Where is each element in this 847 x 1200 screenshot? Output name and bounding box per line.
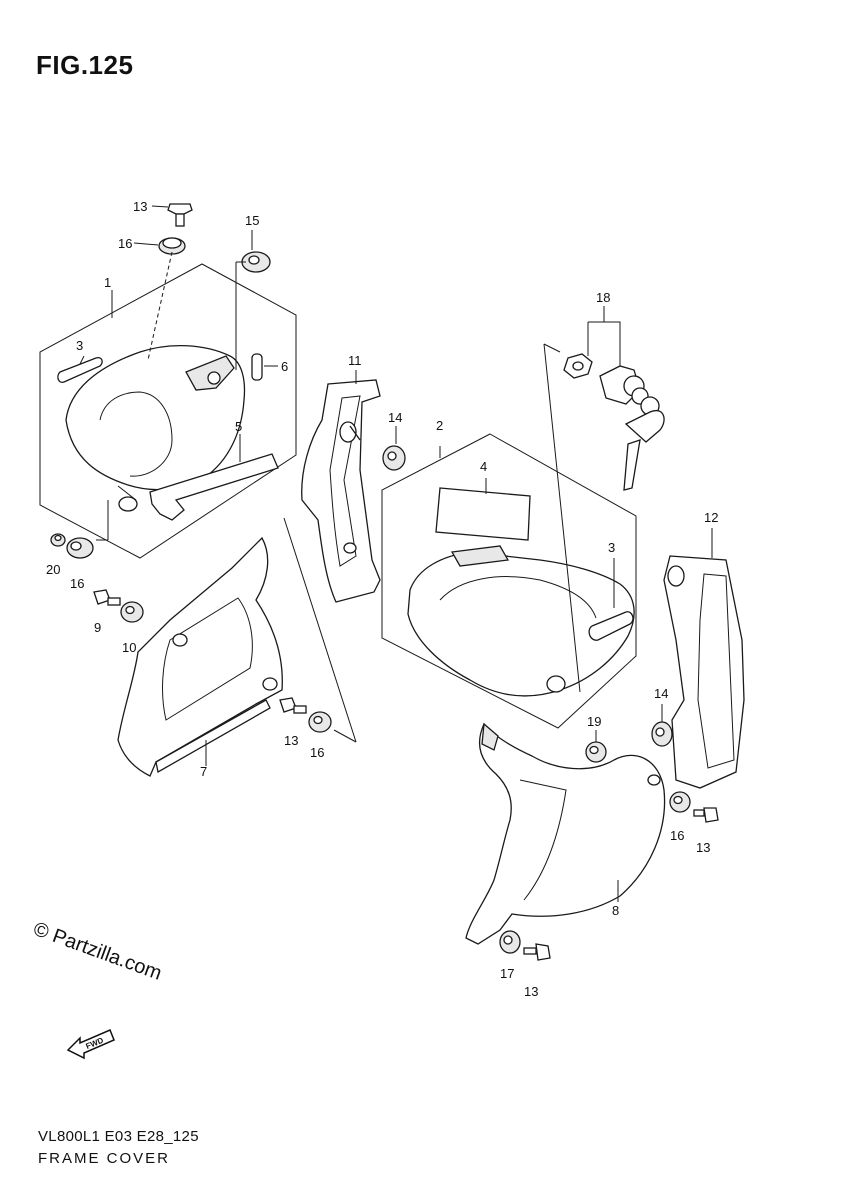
callout-4: 4 (480, 459, 487, 474)
assembly-group-8 (465, 722, 666, 961)
part-grommet-16-left (66, 537, 94, 559)
callout-13: 13 (284, 733, 298, 748)
forward-direction-arrow-icon: FWD (66, 1029, 115, 1060)
part-grommet-14-left (382, 445, 406, 471)
model-code: VL800L1 E03 E28_125 (38, 1128, 199, 1145)
assembly-group-7 (117, 536, 332, 777)
callout-10: 10 (122, 640, 136, 655)
callout-16: 16 (670, 828, 684, 843)
callout-3: 3 (608, 540, 615, 555)
part-bolt-9 (93, 589, 121, 606)
part-emblem-3-left (57, 356, 103, 383)
callout-9: 9 (94, 620, 101, 635)
callout-13: 13 (696, 840, 710, 855)
part-collar-19 (585, 741, 607, 763)
callout-8: 8 (612, 903, 619, 918)
part-grommet-14-right (651, 721, 673, 747)
part-grommet-16-mid (308, 711, 332, 733)
left-hardware-group (50, 500, 144, 623)
part-grommet-10 (120, 601, 144, 623)
assembly-group-18 (543, 306, 665, 693)
part-side-cover-7 (117, 536, 283, 777)
part-grommet-15 (241, 251, 271, 273)
part-bolt-13-bottom (523, 943, 551, 961)
section-name: FRAME COVER (38, 1150, 171, 1167)
callout-18: 18 (596, 290, 610, 305)
part-grommet-17 (499, 930, 521, 954)
callout-6: 6 (281, 359, 288, 374)
group-outline-1 (39, 263, 297, 559)
part-nut-20 (50, 533, 66, 547)
callout-2: 2 (436, 418, 443, 433)
callout-13: 13 (133, 199, 147, 214)
callout-labels: 13 16 15 1 3 6 5 20 16 9 10 11 14 7 13 1… (46, 199, 718, 999)
callout-14: 14 (388, 410, 402, 425)
callout-14: 14 (654, 686, 668, 701)
assembly-group-11 (283, 370, 406, 743)
callout-13: 13 (524, 984, 538, 999)
part-frame-cover-1 (65, 344, 246, 512)
assembly-group-1 (39, 203, 297, 559)
callout-15: 15 (245, 213, 259, 228)
part-bracket-11 (301, 379, 381, 603)
part-grommet-16-top (158, 237, 186, 255)
figure-title: FIG.125 (36, 50, 134, 80)
part-side-cover-8 (465, 722, 666, 945)
part-lock-cylinder-18 (599, 365, 660, 416)
callout-16: 16 (310, 745, 324, 760)
part-key-18 (623, 409, 665, 491)
group-outline-2 (381, 433, 637, 729)
part-bolt-13-right (693, 807, 719, 823)
callout-5: 5 (235, 419, 242, 434)
callout-19: 19 (587, 714, 601, 729)
callout-3: 3 (76, 338, 83, 353)
callout-16: 16 (70, 576, 84, 591)
part-bolt-13-mid (279, 697, 307, 714)
part-lock-nut-18 (563, 353, 593, 379)
assembly-group-12 (651, 528, 745, 823)
callout-7: 7 (200, 764, 207, 779)
callout-11: 11 (348, 353, 362, 368)
assembly-group-2 (381, 433, 637, 729)
part-tag-4 (435, 487, 531, 541)
part-frame-cover-2 (407, 545, 635, 697)
part-seal-5 (149, 453, 279, 521)
callout-12: 12 (704, 510, 718, 525)
callout-16: 16 (118, 236, 132, 251)
part-grommet-16-right (669, 791, 691, 813)
part-bracket-12 (663, 555, 745, 789)
callout-1: 1 (104, 275, 111, 290)
callout-20: 20 (46, 562, 60, 577)
callout-17: 17 (500, 966, 514, 981)
part-bolt-13-top (167, 203, 193, 227)
part-pin-6 (251, 353, 263, 381)
